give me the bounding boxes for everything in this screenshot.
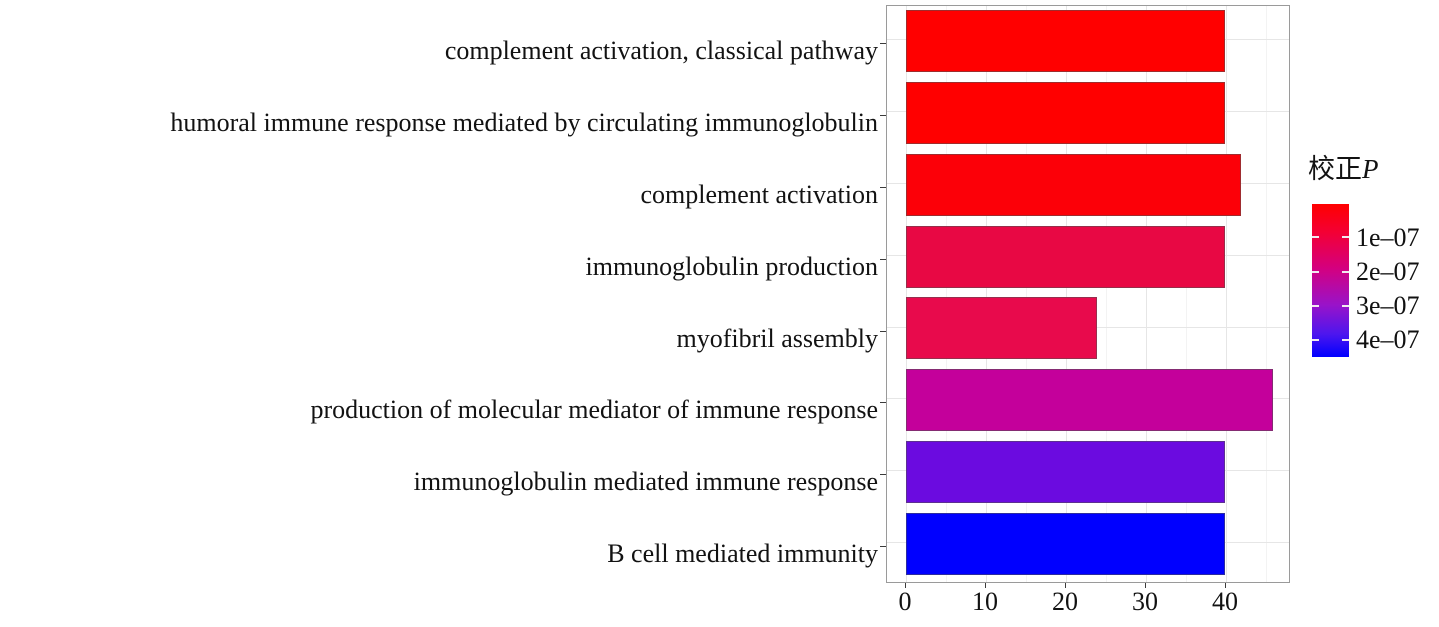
gridline-major-0	[906, 6, 907, 582]
bar-immunoglobulin-production[interactable]	[906, 226, 1225, 288]
colorbar-tick-left-1	[1312, 236, 1319, 238]
legend-title-prefix: 校正	[1308, 154, 1362, 184]
y-axis-tick-3	[880, 259, 886, 260]
x-axis-tick-0	[905, 583, 906, 588]
y-axis-label-3: immunoglobulin production	[585, 252, 879, 281]
colorbar-tick-right-1	[1342, 236, 1349, 238]
bar-complement-activation-classical-pathway[interactable]	[906, 10, 1225, 72]
colorbar-label-1: 1e–07	[1356, 223, 1420, 252]
x-axis-ticklabel-10: 10	[972, 587, 998, 616]
plot-panel	[886, 5, 1290, 583]
bar-complement-activation[interactable]	[906, 154, 1241, 216]
colorbar-label-3: 3e–07	[1356, 291, 1420, 320]
x-axis: 0 10 20 30 40	[886, 583, 1290, 627]
colorbar-gradient	[1312, 204, 1349, 357]
gridline-minor-25	[1106, 6, 1107, 582]
gridline-major-40	[1226, 6, 1227, 582]
colorbar-tick-right-2	[1342, 271, 1349, 273]
x-axis-tick-20	[1065, 583, 1066, 588]
gridline-major-20	[1066, 6, 1067, 582]
colorbar-tick-left-3	[1312, 305, 1319, 307]
y-axis-label-0: complement activation, classical pathway	[444, 36, 878, 65]
colorbar-label-4: 4e–07	[1356, 325, 1420, 354]
x-axis-tick-10	[985, 583, 986, 588]
bar-humoral-immune-response[interactable]	[906, 82, 1225, 144]
gridline-minor-5	[946, 6, 947, 582]
y-axis-tick-1	[880, 115, 886, 116]
y-axis-tick-4	[880, 331, 886, 332]
bar-b-cell-mediated-immunity[interactable]	[906, 513, 1225, 575]
x-axis-ticklabel-30: 30	[1132, 587, 1158, 616]
colorbar-tick-right-4	[1342, 339, 1349, 341]
y-axis-label-6: immunoglobulin mediated immune response	[413, 467, 878, 496]
y-axis-category-labels: complement activation, classical pathway…	[0, 5, 886, 583]
gridline-minor-35	[1186, 6, 1187, 582]
gridline-major-30	[1146, 6, 1147, 582]
y-axis-tick-0	[880, 43, 886, 44]
gridline-minor-15	[1026, 6, 1027, 582]
x-axis-ticklabel-40: 40	[1212, 587, 1238, 616]
legend-title: 校正P	[1308, 156, 1379, 183]
bar-immunoglobulin-mediated-immune-response[interactable]	[906, 441, 1225, 503]
x-axis-tick-40	[1225, 583, 1226, 588]
y-axis-label-4: myofibril assembly	[676, 324, 878, 353]
legend: 校正P 1e–07 2e–07 3e–07 4e–07	[1300, 150, 1439, 370]
colorbar-tick-left-4	[1312, 339, 1319, 341]
legend-title-variable: P	[1362, 154, 1379, 184]
y-axis-tick-7	[880, 546, 886, 547]
y-axis-tick-6	[880, 474, 886, 475]
y-axis-tick-5	[880, 402, 886, 403]
x-axis-ticklabel-0: 0	[898, 587, 912, 616]
colorbar-tick-right-3	[1342, 305, 1349, 307]
y-axis-label-2: complement activation	[640, 180, 878, 209]
colorbar-label-2: 2e–07	[1356, 257, 1420, 286]
gridline-minor-45	[1266, 6, 1267, 582]
y-axis-tick-2	[880, 187, 886, 188]
y-axis-label-7: B cell mediated immunity	[607, 539, 878, 568]
bar-production-of-molecular-mediator[interactable]	[906, 369, 1273, 431]
colorbar-tick-left-2	[1312, 271, 1319, 273]
x-axis-tick-30	[1145, 583, 1146, 588]
gridline-major-10	[986, 6, 987, 582]
y-axis-label-1: humoral immune response mediated by circ…	[170, 108, 878, 137]
y-axis-label-5: production of molecular mediator of immu…	[310, 395, 878, 424]
bar-myofibril-assembly[interactable]	[906, 297, 1097, 359]
x-axis-ticklabel-20: 20	[1052, 587, 1078, 616]
